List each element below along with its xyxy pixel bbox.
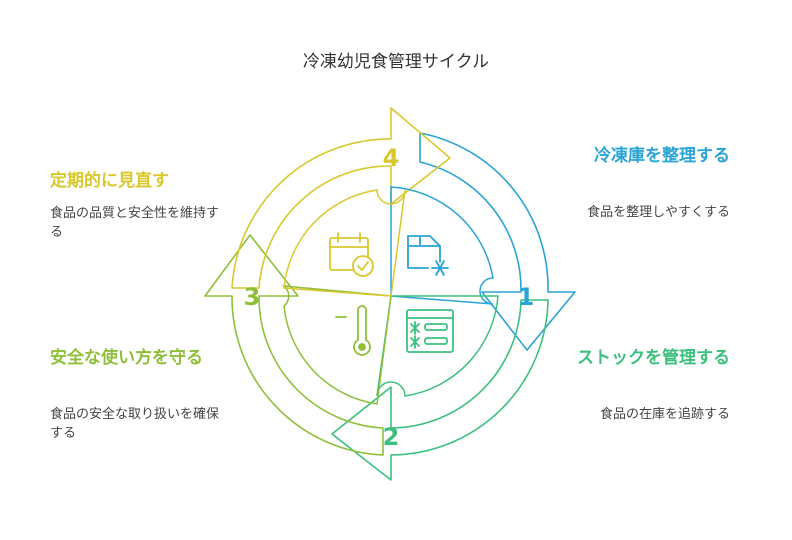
freezer-list-icon (406, 309, 454, 353)
quadrant-2 (376, 295, 499, 397)
step2-title: ストックを管理する (577, 348, 730, 368)
quadrant-4 (283, 189, 406, 297)
step1-arrow (419, 132, 576, 351)
step4-number: 4 (383, 144, 400, 172)
fridge-snowflake-icon (407, 235, 449, 276)
step1-number: 1 (518, 283, 535, 311)
step4-description: 食品の品質と安全性を維持する (50, 206, 220, 240)
step1-description: 食品を整理しやすくする (587, 205, 730, 220)
step1-title: 冷凍庫を整理する (594, 146, 730, 166)
diagram-title: 冷凍幼児食管理サイクル (302, 52, 490, 72)
thermometer-icon (335, 305, 371, 356)
step3-arrow (204, 234, 384, 456)
quadrant-1 (390, 186, 494, 305)
step4-title: 定期的に見直す (50, 171, 169, 191)
calendar-check-icon (329, 232, 374, 277)
step3-description: 食品の安全な取り扱いを確保する (50, 407, 220, 441)
step3-title: 安全な使い方を守る (50, 348, 203, 368)
quadrant-3 (281, 285, 392, 405)
step2-description: 食品の在庫を追跡する (599, 407, 730, 422)
step3-number: 3 (244, 283, 261, 311)
step4-arrow (231, 107, 451, 289)
step2-number: 2 (383, 423, 400, 451)
step2-arrow (331, 299, 549, 481)
